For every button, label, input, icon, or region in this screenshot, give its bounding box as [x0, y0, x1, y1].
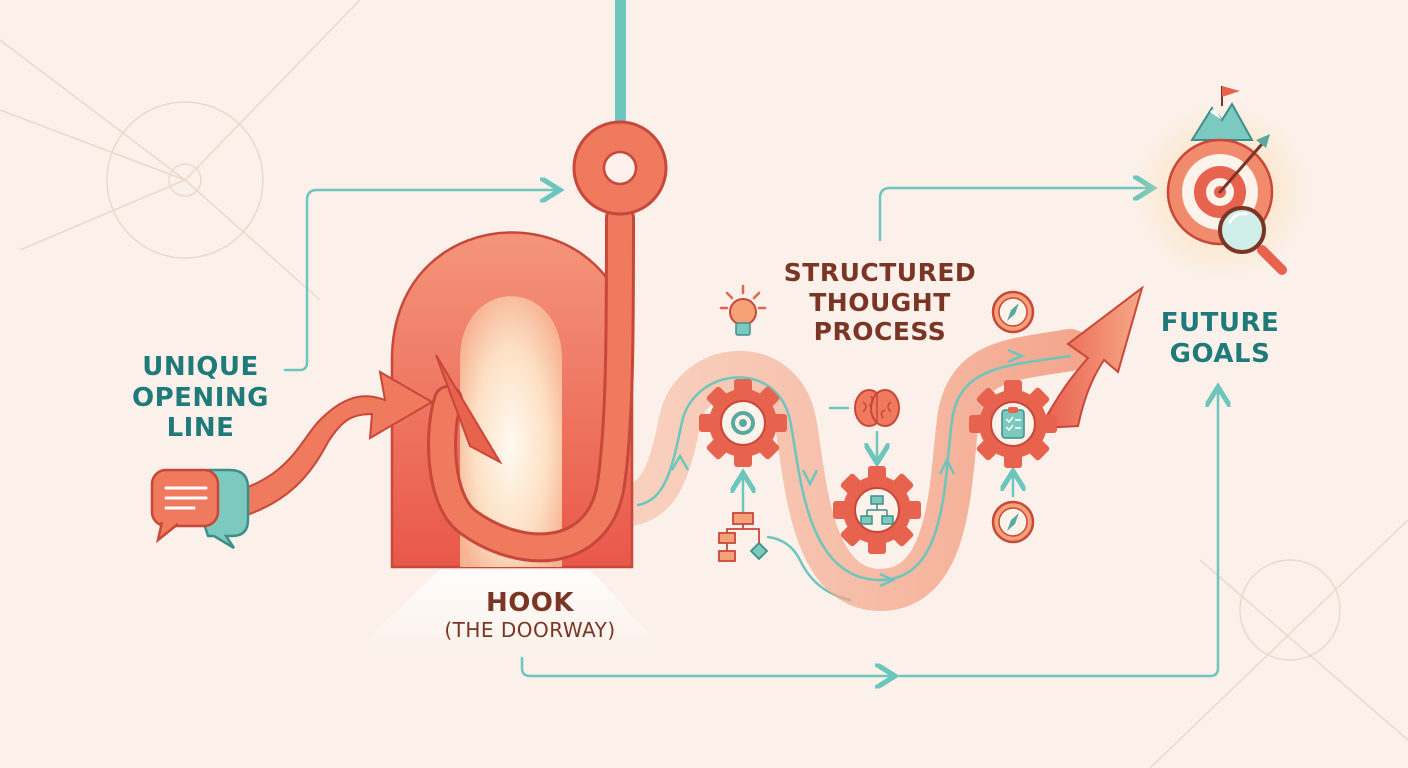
gear-icon: [968, 379, 1058, 469]
connector-lines: [283, 188, 1218, 676]
compass-icon: [991, 500, 1035, 544]
fishing-hook: [427, 120, 668, 563]
gear-icon: [832, 465, 922, 555]
label-structured-thought-process: STRUCTURED THOUGHT PROCESS: [783, 258, 977, 346]
path-arrows: [670, 348, 1026, 588]
compass-icon: [991, 290, 1035, 334]
winding-path: [609, 329, 1091, 612]
lightbulb-icon: [719, 284, 767, 336]
flowchart-icon: [718, 512, 769, 562]
flag-icon: [1190, 86, 1254, 141]
gear-icon: [698, 378, 788, 468]
fishing-line: [615, 0, 626, 160]
spotlight-beam: [355, 570, 665, 650]
label-hook: HOOK (THE DOORWAY): [444, 588, 616, 642]
growth-arrow: [1038, 285, 1144, 430]
speech-bubbles-icon: [150, 468, 250, 550]
label-unique-opening-line: UNIQUE OPENING LINE: [132, 352, 269, 444]
brain-icon: [854, 389, 900, 427]
label-future-goals: FUTURE GOALS: [1160, 308, 1280, 369]
magnifier-icon: [1218, 206, 1287, 275]
opening-arrow: [220, 370, 434, 522]
